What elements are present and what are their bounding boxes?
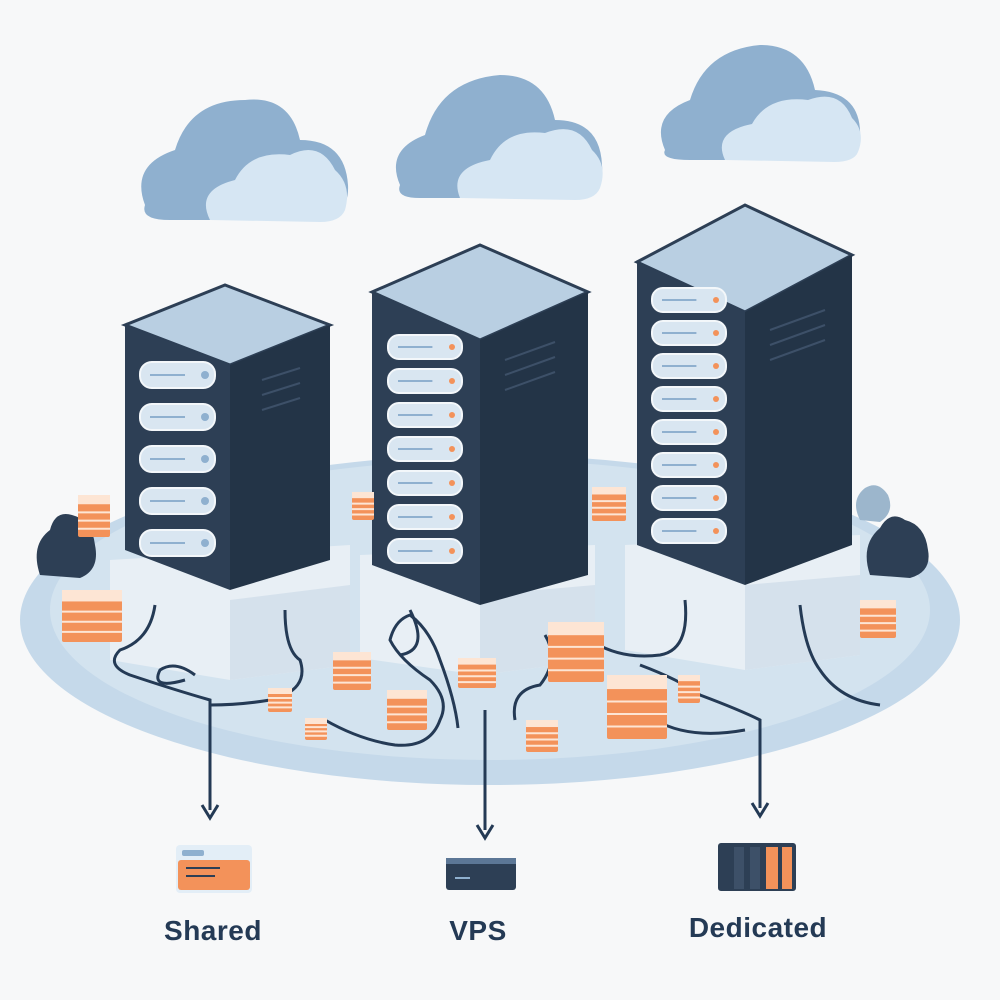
shared-label: Shared [164,915,262,946]
dedicated-label: Dedicated [688,912,828,943]
status-led-icon [449,548,455,554]
status-led-icon [201,455,209,463]
status-led-icon [449,514,455,520]
status-led-icon [713,462,719,468]
vps-box-icon [446,858,516,890]
shared-server-rack [120,283,335,590]
status-led-icon [449,480,455,486]
cloud-icon [395,75,603,200]
data-box-icon [458,658,496,688]
status-led-icon [713,429,719,435]
status-led-icon [713,297,719,303]
status-led-icon [449,446,455,452]
status-led-icon [713,495,719,501]
cloud-icon [141,99,349,222]
vps-server-rack [368,243,592,605]
status-led-icon [201,413,209,421]
tree-icon [856,485,929,578]
vps-label: VPS [449,915,507,946]
data-box-icon [333,652,371,690]
status-led-icon [201,497,209,505]
status-led-icon [713,363,719,369]
status-led-icon [449,378,455,384]
data-box-icon [352,492,374,520]
data-box-icon [678,675,700,703]
data-box-icon [607,675,667,739]
data-box-icon [387,690,427,730]
shared-hosting-card-icon [176,845,252,893]
cloud-icon [660,45,861,162]
status-led-icon [449,412,455,418]
data-box-icon [548,622,604,682]
status-led-icon [713,396,719,402]
dedicated-rack-icon [718,843,796,891]
status-led-icon [201,371,209,379]
data-box-icon [592,487,626,521]
status-led-icon [201,539,209,547]
status-led-icon [713,528,719,534]
data-box-icon [78,495,110,537]
data-box-icon [62,590,122,642]
dedicated-server-rack [633,203,856,585]
data-box-icon [526,720,558,752]
status-led-icon [713,330,719,336]
data-box-icon [860,600,896,638]
status-led-icon [449,344,455,350]
